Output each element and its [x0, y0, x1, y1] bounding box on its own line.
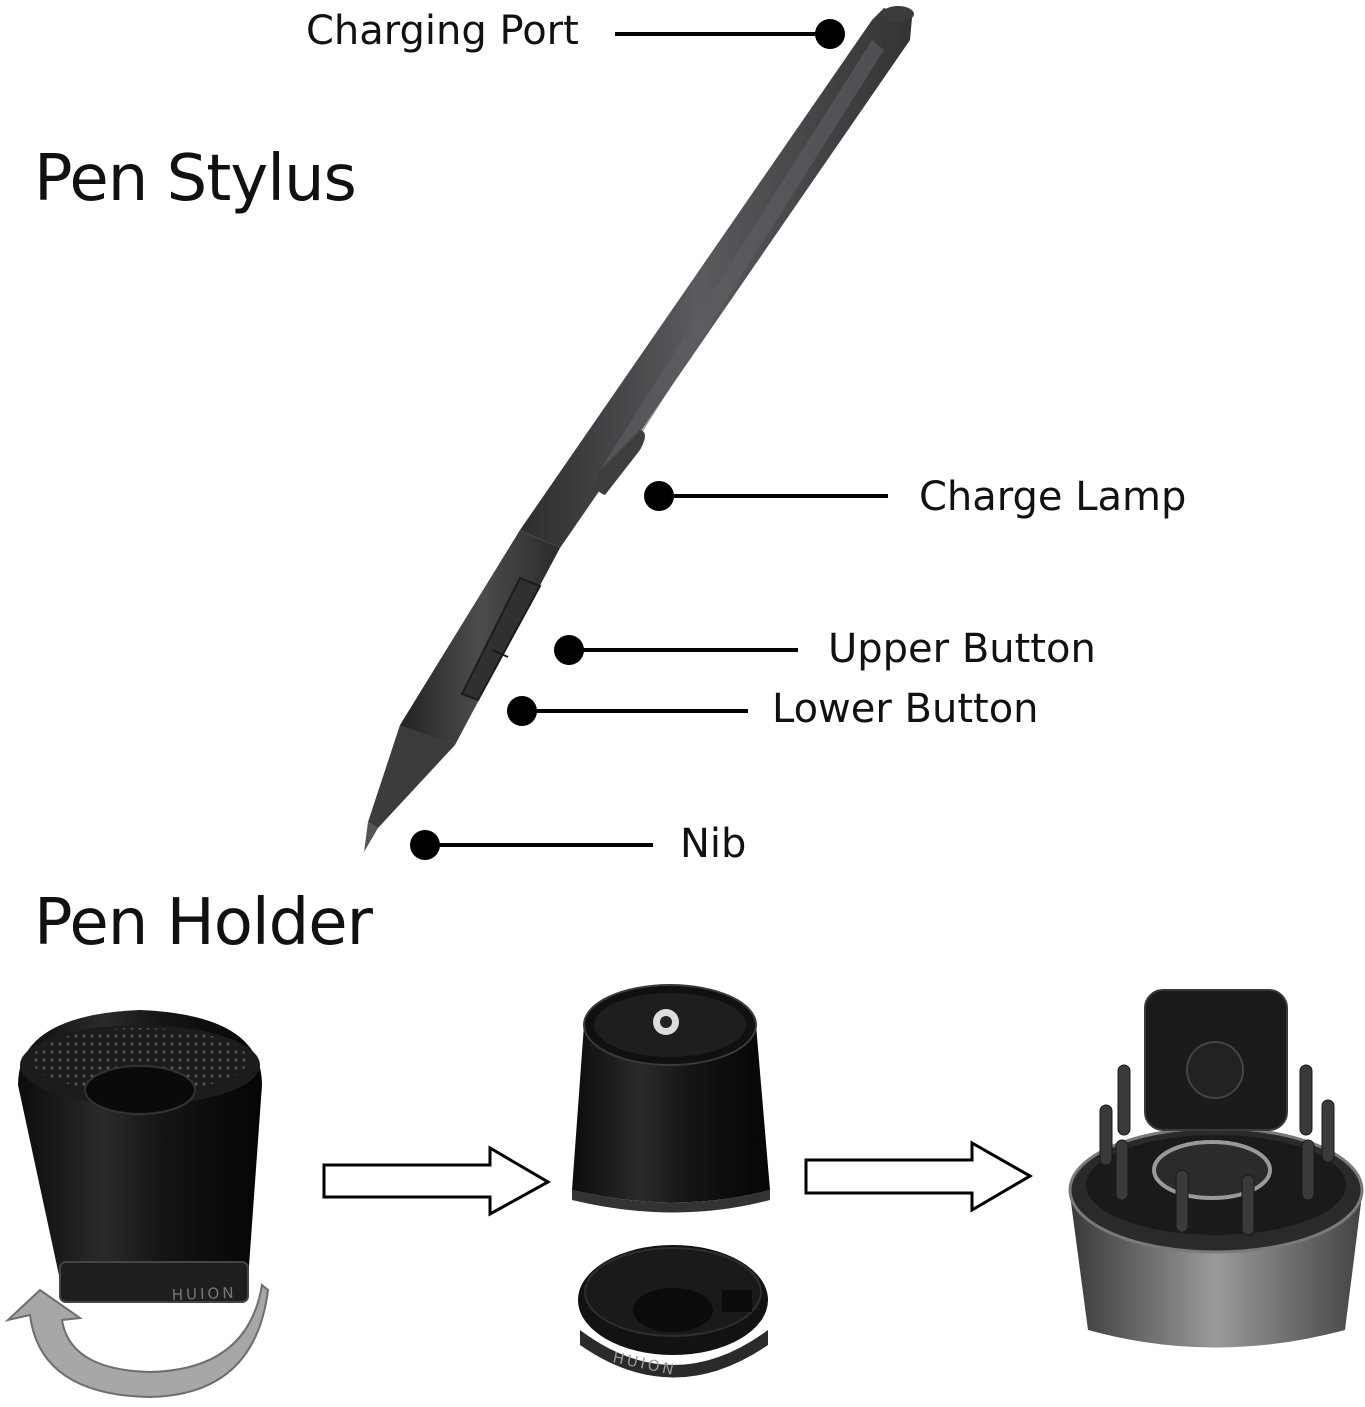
pen-cone [368, 725, 455, 828]
nib-leader [425, 843, 653, 847]
arrow-step-1 [322, 1145, 552, 1217]
charging-port-leader [615, 32, 830, 36]
arrow-step-2 [804, 1140, 1033, 1213]
pen-side-buttons [460, 576, 542, 702]
upper-button-label: Upper Button [828, 626, 1096, 672]
upper-button-leader [570, 648, 798, 652]
holder-logo: HUION [172, 1284, 237, 1304]
charging-port-label: Charging Port [306, 8, 579, 54]
holder-top [572, 984, 770, 1213]
pen-holder-heading: Pen Holder [34, 886, 373, 960]
charging-port-marker [815, 19, 845, 49]
holder-base: HUION [578, 1245, 768, 1379]
lower-button-label: Lower Button [772, 686, 1039, 732]
charge-lamp-leader [660, 494, 888, 498]
holder-open [1068, 989, 1364, 1348]
nib-label: Nib [680, 821, 747, 867]
pen-stylus-heading: Pen Stylus [34, 142, 357, 216]
holder-closed: HUION [18, 1010, 262, 1304]
pen-nib [364, 822, 378, 852]
lower-button-leader [522, 709, 748, 713]
charge-lamp-recess [596, 430, 645, 495]
rotate-arrow [4, 1283, 270, 1399]
charge-lamp-label: Charge Lamp [919, 474, 1187, 520]
